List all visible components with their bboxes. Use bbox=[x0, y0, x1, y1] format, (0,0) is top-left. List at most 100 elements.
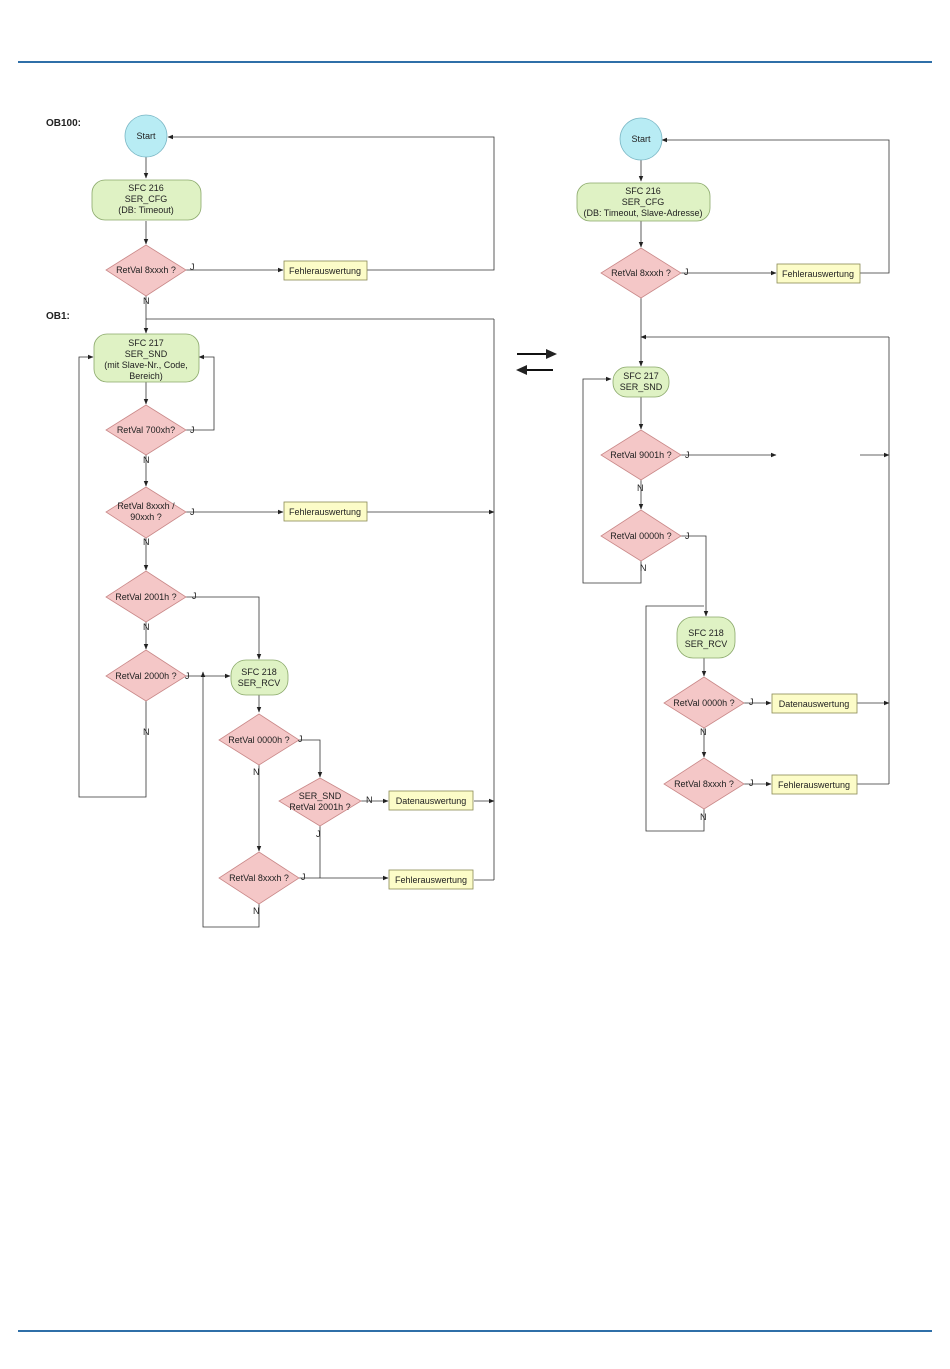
decision-retval-8xxxh-90xxh bbox=[105, 486, 187, 539]
start-label: Start bbox=[631, 134, 651, 144]
decision-retval-9001h-label: RetVal 9001h ? bbox=[610, 450, 671, 460]
decision-retval-8xxxh bbox=[105, 244, 187, 297]
decision-retval-2000h-label: RetVal 2000h ? bbox=[115, 671, 176, 681]
decision-ser-snd-2001h bbox=[278, 777, 362, 827]
decision-retval-700xh-label: RetVal 700xh? bbox=[117, 425, 175, 435]
no-label: N bbox=[143, 455, 150, 465]
decision-retval-8xxxh-label: RetVal 8xxxh ? bbox=[116, 265, 176, 275]
decision-retval-0000h bbox=[218, 713, 300, 766]
process-fehlerauswertung bbox=[771, 774, 858, 795]
sfc216-title: SFC 216 bbox=[625, 186, 661, 196]
no-label: N bbox=[700, 812, 707, 822]
decision-retval-2001h bbox=[105, 570, 187, 623]
decision-retval-0000h-rcv-label: RetVal 0000h ? bbox=[673, 698, 734, 708]
process-fehlerauswertung-label: Fehlerauswertung bbox=[289, 266, 361, 276]
sfc217-param-2: Bereich) bbox=[129, 371, 163, 381]
no-label: N bbox=[637, 483, 644, 493]
sfc217-title: SFC 217 bbox=[128, 338, 164, 348]
no-label: N bbox=[700, 727, 707, 737]
process-fehlerauswertung-label: Fehlerauswertung bbox=[395, 875, 467, 885]
sfc217-title: SFC 217 bbox=[623, 371, 659, 381]
decision-retval-0000h-rcv bbox=[663, 676, 745, 729]
decision-retval-8xxxh-label: RetVal 8xxxh ? bbox=[611, 268, 671, 278]
right-nodes: Start SFC 216 SER_CFG (DB: Timeout, Slav… bbox=[576, 117, 861, 822]
sfc216-name: SER_CFG bbox=[125, 194, 168, 204]
yes-label: J bbox=[749, 778, 754, 788]
yes-label: J bbox=[190, 262, 195, 272]
sfc217-param: (mit Slave-Nr., Code, bbox=[104, 360, 188, 370]
process-datenauswertung bbox=[771, 693, 858, 714]
decision-retval-0000h bbox=[600, 509, 682, 562]
decision-ser-snd-2001h-label-2: RetVal 2001h ? bbox=[289, 802, 350, 812]
process-fehlerauswertung bbox=[283, 501, 368, 522]
process-fehlerauswertung-label: Fehlerauswertung bbox=[289, 507, 361, 517]
sfc216-param: (DB: Timeout, Slave-Adresse) bbox=[583, 208, 702, 218]
sfc218-node bbox=[676, 616, 736, 659]
process-fehlerauswertung bbox=[388, 869, 474, 890]
process-datenauswertung-label: Datenauswertung bbox=[396, 796, 467, 806]
sfc216-param: (DB: Timeout) bbox=[118, 205, 174, 215]
no-label: N bbox=[366, 795, 373, 805]
no-label: N bbox=[143, 537, 150, 547]
label-ob100: OB100: bbox=[46, 118, 81, 129]
sfc217-node bbox=[612, 366, 670, 398]
start-node bbox=[124, 114, 168, 158]
sfc216-title: SFC 216 bbox=[128, 183, 164, 193]
yes-label: J bbox=[298, 734, 303, 744]
yes-label: J bbox=[301, 872, 306, 882]
start-node bbox=[619, 117, 663, 161]
decision-retval-8xxxh-rcv bbox=[218, 851, 300, 905]
sfc218-title: SFC 218 bbox=[241, 667, 277, 677]
decision-retval-8xxxh-rcv bbox=[663, 757, 745, 810]
decision-retval-2000h bbox=[105, 649, 187, 702]
footer-rule bbox=[18, 1330, 932, 1332]
left-nodes: OB100: OB1: Start SFC 216 SER_CFG (DB: T… bbox=[46, 114, 474, 916]
sfc216-name: SER_CFG bbox=[622, 197, 665, 207]
yes-label: J bbox=[185, 671, 190, 681]
yes-label: J bbox=[685, 450, 690, 460]
header-rule bbox=[18, 61, 932, 63]
right-connectors bbox=[582, 137, 890, 832]
process-fehlerauswertung-label: Fehlerauswertung bbox=[778, 780, 850, 790]
decision-retval-8xxxh bbox=[600, 247, 682, 299]
sfc218-name: SER_RCV bbox=[238, 678, 281, 688]
decision-retval-8xxxh-rcv-label: RetVal 8xxxh ? bbox=[674, 779, 734, 789]
no-label: N bbox=[253, 906, 260, 916]
yes-label: J bbox=[192, 591, 197, 601]
no-label: N bbox=[143, 727, 150, 737]
sfc216-node bbox=[576, 182, 711, 222]
decision-retval-0000h-label: RetVal 0000h ? bbox=[610, 531, 671, 541]
start-label: Start bbox=[136, 131, 156, 141]
yes-label: J bbox=[685, 531, 690, 541]
sfc217-name: SER_SND bbox=[620, 382, 663, 392]
decision-retval-9001h bbox=[600, 429, 682, 481]
decision-retval-8xxxh-rcv-label: RetVal 8xxxh ? bbox=[229, 873, 289, 883]
decision-retval-8xxxh-90xxh-label: RetVal 8xxxh / bbox=[117, 501, 175, 511]
yes-label: J bbox=[684, 267, 689, 277]
no-label: N bbox=[143, 296, 150, 306]
decision-retval-2001h-label: RetVal 2001h ? bbox=[115, 592, 176, 602]
sfc218-node bbox=[230, 659, 289, 696]
left-connectors bbox=[78, 134, 495, 928]
process-datenauswertung bbox=[388, 790, 474, 811]
sfc217-node bbox=[93, 333, 200, 383]
no-label: N bbox=[640, 563, 647, 573]
yes-label: J bbox=[316, 829, 321, 839]
sfc216-node bbox=[91, 179, 202, 221]
yes-label: J bbox=[749, 697, 754, 707]
decision-retval-0000h-label: RetVal 0000h ? bbox=[228, 735, 289, 745]
decision-retval-700xh bbox=[105, 404, 187, 456]
process-fehlerauswertung bbox=[776, 263, 861, 284]
process-fehlerauswertung bbox=[283, 260, 368, 281]
process-fehlerauswertung-label: Fehlerauswertung bbox=[782, 269, 854, 279]
swap-arrows-icon bbox=[516, 349, 557, 375]
decision-ser-snd-2001h-label: SER_SND bbox=[299, 791, 342, 801]
process-datenauswertung-label: Datenauswertung bbox=[779, 699, 850, 709]
decision-retval-8xxxh-90xxh-label-2: 90xxh ? bbox=[130, 512, 162, 522]
sfc218-name: SER_RCV bbox=[685, 639, 728, 649]
sfc218-title: SFC 218 bbox=[688, 628, 724, 638]
no-label: N bbox=[253, 767, 260, 777]
label-ob1: OB1: bbox=[46, 311, 70, 322]
no-label: N bbox=[143, 622, 150, 632]
